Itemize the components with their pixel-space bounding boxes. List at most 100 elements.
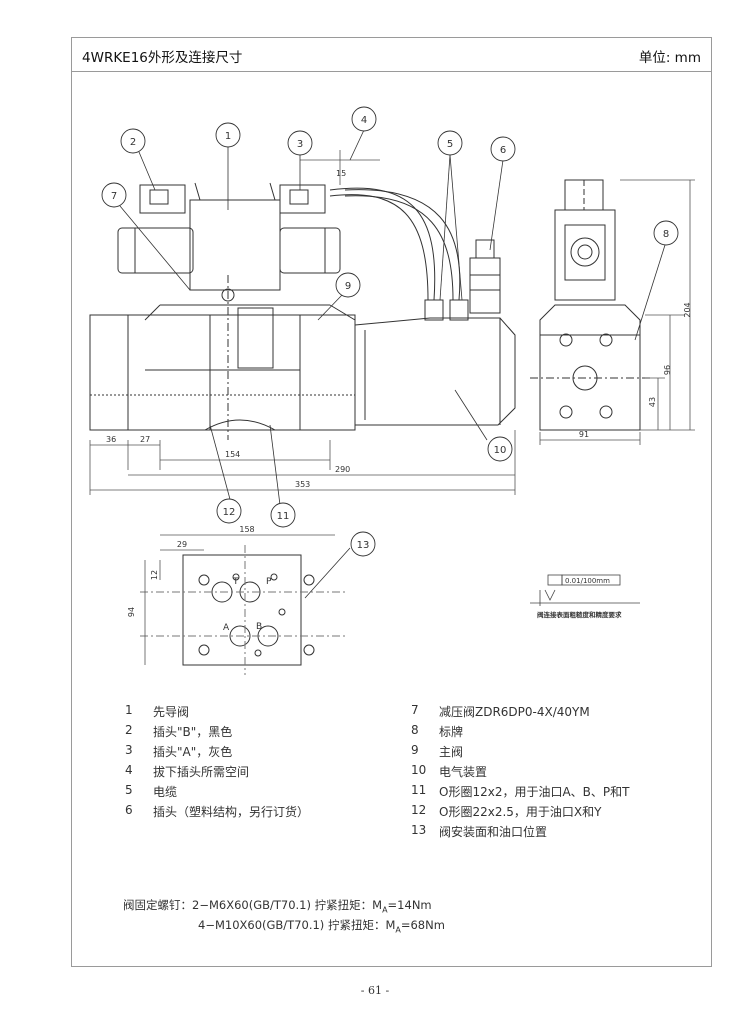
bolt-spec-2-torque: =68Nm [400,918,445,932]
dim-96: 96 [663,365,672,375]
callout-4: 4 [361,115,367,126]
dim-94: 94 [127,607,136,617]
pilot-valve [117,182,341,440]
callout-11: 11 [277,511,290,522]
legend-item: 2 插头"B"，黑色 [125,723,385,743]
callout-6: 6 [500,145,506,156]
legend-text: O形圈22x2.5，用于油口X和Y [439,805,602,819]
callout-13: 13 [357,540,370,551]
legend-num: 7 [411,703,419,717]
dim-29: 29 [177,540,187,549]
callout-leaders [119,129,666,599]
electronics-housing [329,187,516,426]
page-frame: 4WRKE16外形及连接尺寸 单位: mm [71,37,712,967]
legend-num: 11 [411,783,427,797]
mounting-face [140,545,345,675]
legend-item: 10 电气装置 [411,763,701,783]
legend-num: 2 [125,723,133,737]
callout-7: 7 [111,191,117,202]
legend-num: 10 [411,763,427,777]
port-T-label: T [232,577,239,587]
bolt-spec-1: 阀固定螺钉：2−M6X60(GB/T70.1) 拧紧扭矩：MA=14Nm [123,897,432,914]
legend-item: 9 主阀 [411,743,701,763]
legend-item: 11 O形圈12x2，用于油口A、B、P和T [411,783,701,803]
callout-1: 1 [225,131,231,142]
legend-text: 标牌 [439,725,464,739]
callout-2: 2 [130,137,136,148]
port-labels: T P A B [223,577,272,633]
legend-item: 3 插头"A"，灰色 [125,743,385,763]
front-view [530,179,650,431]
page-title: 4WRKE16外形及连接尺寸 [82,50,243,66]
legend-text: 先导阀 [153,705,190,719]
legend-item: 8 标牌 [411,723,701,743]
dim-290: 290 [335,465,350,474]
surface-caption: 阀连接表面粗糙度和精度要求 [537,610,622,619]
dim-15: 15 [336,169,346,178]
legend-right: 7 减压阀ZDR6DP0-4X/40YM 8 标牌 9 主阀 10 电气装置 1… [411,703,701,848]
side-dimension-labels: 36 27 154 290 353 15 [106,169,350,489]
unit-label: 单位: mm [638,50,701,66]
port-A-label: A [223,623,230,633]
legend-item: 1 先导阀 [125,703,385,723]
legend-text: 主阀 [439,745,464,759]
bolt-spec-2-sub: A [395,925,401,935]
legend-text: 插头"A"，灰色 [153,745,233,759]
front-dimension-labels: 204 96 43 91 [579,302,692,439]
callout-numbers: 1 2 3 4 5 6 7 8 9 10 11 12 13 [111,115,669,551]
legend-left: 1 先导阀 2 插头"B"，黑色 3 插头"A"，灰色 4 拔下插头所需空间 5… [125,703,385,828]
legend-num: 5 [125,783,133,797]
header-bar: 4WRKE16外形及连接尺寸 单位: mm [72,38,711,72]
callout-3: 3 [297,139,303,150]
legend-text: 插头"B"，黑色 [153,725,233,739]
page-number: - 61 - [360,984,390,997]
dim-12: 12 [150,570,159,580]
callout-8: 8 [663,229,669,240]
legend-text: 拔下插头所需空间 [153,765,250,779]
bolt-spec-1-text: 阀固定螺钉：2−M6X60(GB/T70.1) 拧紧扭矩：M [123,898,383,912]
legend-text: 电缆 [153,785,178,799]
surface-note [530,574,640,606]
port-P-label: P [266,577,272,587]
dim-204: 204 [683,302,692,317]
legend-item: 4 拔下插头所需空间 [125,763,385,783]
callout-12: 12 [223,507,236,518]
bolt-spec-2-text: 4−M10X60(GB/T70.1) 拧紧扭矩：M [198,918,396,932]
legend-item: 12 O形圈22x2.5，用于油口X和Y [411,803,701,823]
legend-num: 4 [125,763,133,777]
bolt-spec-1-sub: A [382,905,388,915]
mounting-dimensions [144,534,335,665]
side-dimensions [89,150,516,495]
legend-item: 5 电缆 [125,783,385,803]
legend-text: 电气装置 [439,765,488,779]
legend-text: 减压阀ZDR6DP0-4X/40YM [439,705,590,719]
front-dimensions [539,179,695,445]
dim-36: 36 [106,435,116,444]
legend-item: 7 减压阀ZDR6DP0-4X/40YM [411,703,701,723]
tolerance-text: 0.01/100mm [565,577,610,585]
legend-text: 阀安装面和油口位置 [439,825,548,839]
legend-text: O形圈12x2，用于油口A、B、P和T [439,785,630,799]
technical-drawing: 36 27 154 290 353 15 204 96 43 9 [89,106,695,675]
port-B-label: B [256,622,262,632]
bolt-spec-2: 4−M10X60(GB/T70.1) 拧紧扭矩：MA=68Nm [198,917,445,934]
legend-num: 9 [411,743,419,757]
dim-154: 154 [225,450,240,459]
callout-circles [101,106,679,557]
dim-158: 158 [239,525,254,534]
dim-91: 91 [579,430,589,439]
legend-num: 13 [411,823,427,837]
legend-num: 3 [125,743,133,757]
dim-353: 353 [295,480,310,489]
legend-num: 1 [125,703,133,717]
legend-item: 6 插头（塑料结构，另行订货） [125,803,385,823]
legend-num: 12 [411,803,427,817]
dim-43: 43 [648,397,657,407]
legend-text: 插头（塑料结构，另行订货） [153,805,310,819]
legend-num: 8 [411,723,419,737]
callout-10: 10 [494,445,507,456]
callout-5: 5 [447,139,453,150]
main-valve [89,304,356,431]
legend-item: 13 阀安装面和油口位置 [411,823,701,843]
surface-note-text: 0.01/100mm 阀连接表面粗糙度和精度要求 [537,577,622,619]
